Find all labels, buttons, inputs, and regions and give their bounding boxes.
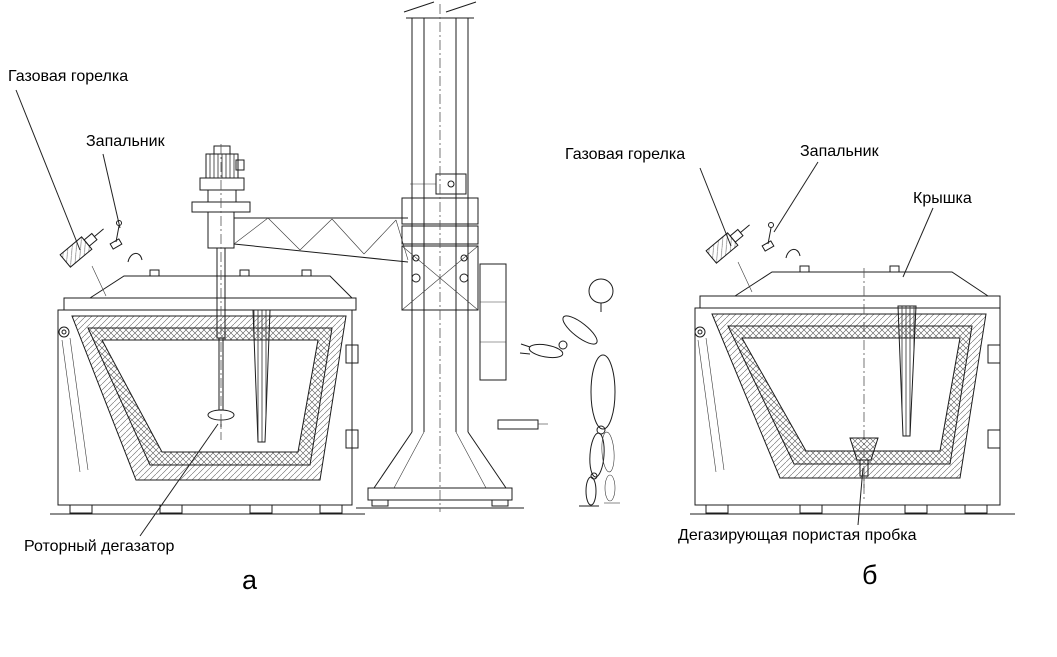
label-igniter-right: Запальник [800, 143, 879, 160]
label-porous-plug: Дегазирующая пористая пробка [678, 527, 917, 544]
label-lid: Крышка [913, 190, 972, 207]
igniter-left-part [109, 220, 123, 250]
gas-burner-left-part [59, 228, 107, 297]
label-rotary-degasser: Роторный дегазатор [24, 538, 175, 555]
degasser-drive [191, 144, 251, 440]
furnace-a [50, 253, 365, 515]
heater-tube-b [897, 305, 917, 437]
mast [356, 1, 548, 512]
label-gas-burner-right: Газовая горелка [565, 146, 686, 163]
igniter-right-part [761, 222, 775, 252]
lid-part [734, 271, 989, 297]
operator-figure [519, 278, 620, 507]
porous-plug-part [849, 437, 879, 488]
gas-burner-right-part [705, 224, 753, 293]
leader-lines [15, 89, 934, 537]
view-label-a: а [242, 565, 258, 595]
label-igniter-left: Запальник [86, 133, 165, 150]
label-gas-burner-left: Газовая горелка [8, 68, 129, 85]
view-label-b: б [862, 560, 878, 590]
heater-tube-a [252, 309, 271, 443]
truss-arm [233, 217, 409, 263]
furnace-b [690, 249, 1015, 515]
